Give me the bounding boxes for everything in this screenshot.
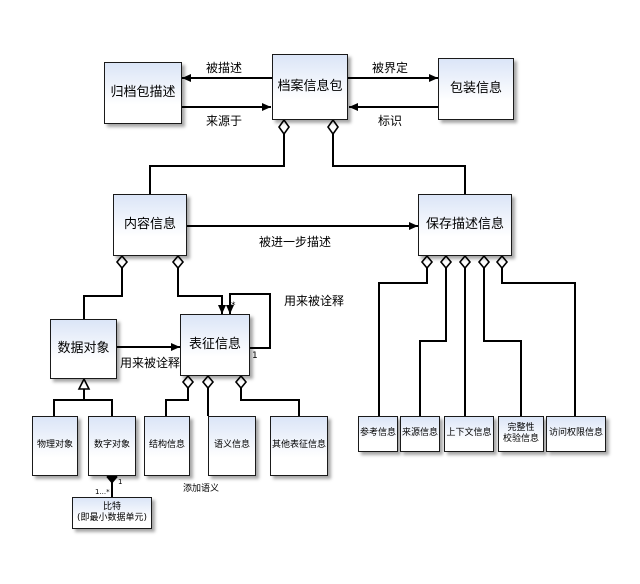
node-fixity-info: 完整性 校验信息 [498,416,544,452]
node-representation-info: 表征信息 [180,314,250,376]
label-further-described: 被进一步描述 [259,235,332,249]
node-label: 来源信息 [401,428,438,439]
multiplicity-one: 1 [252,351,258,361]
diamond-pres-4 [477,254,491,270]
node-access-rights-info: 访问权限信息 [546,416,606,452]
node-label: 保存描述信息 [425,216,504,232]
node-label: 上下文信息 [446,428,492,439]
node-label: 语义信息 [213,440,250,451]
node-reference-info: 参考信息 [358,416,398,452]
diamond-content-right [171,254,185,270]
edge-content-dataobject [83,265,123,319]
node-label: 档案信息包 [277,78,343,94]
node-label: 其他表征信息 [271,440,326,451]
node-packaging-info: 包装信息 [438,58,514,120]
edge-pres-fixity [483,265,522,416]
label-identifies: 标识 [378,114,403,128]
node-context-info: 上下文信息 [444,416,494,452]
edge-repr-selfloop [226,293,271,349]
diamond-pres-3 [458,254,472,270]
node-label: 访问权限信息 [548,428,603,439]
node-label: 物理对象 [36,440,73,451]
node-data-object: 数据对象 [50,319,117,379]
node-label: 结构信息 [148,440,185,451]
label-interpreted-using-mid: 用来被诠释 [120,356,181,370]
node-label: 归档包描述 [110,84,176,100]
generalization-triangle [77,377,91,390]
edge-repr-structure [165,388,189,416]
node-physical-object: 物理对象 [32,416,78,476]
edge-content-representation [177,265,226,314]
node-label: 表征信息 [188,336,241,352]
multiplicity-star: * [231,301,236,311]
diamond-content-left [115,254,129,270]
diamond-pkg-right [327,118,339,136]
node-label-line1: 比特 [102,501,121,512]
node-provenance-info: 来源信息 [400,416,440,452]
label-interpreted-using-top: 用来被诠释 [284,294,345,308]
edge-gen-branches [53,399,113,416]
node-semantic-info: 语义信息 [208,416,256,476]
label-derived-from: 来源于 [206,114,243,128]
node-content-info: 内容信息 [113,194,187,256]
diamond-pres-5 [495,254,509,270]
node-bit: 比特 (即最小数据单元) [72,497,152,529]
edge-repr-other [240,388,300,416]
diamond-repr-1 [181,374,195,390]
node-label: 数字对象 [93,440,130,451]
edge-pres-access [501,265,576,416]
node-label: 数据对象 [57,340,110,356]
diamond-pres-1 [420,254,434,270]
diamond-repr-3 [234,374,248,390]
node-preservation-description: 保存描述信息 [418,194,512,256]
node-label: 包装信息 [449,80,502,96]
label-described-by: 被描述 [206,61,243,75]
node-structure-info: 结构信息 [144,416,190,476]
node-label-line2: 校验信息 [502,434,539,444]
node-archive-description: 归档包描述 [104,62,182,124]
edge-package-preservation [332,134,466,194]
diamond-repr-2 [201,374,215,390]
diamond-pkg-left [278,118,290,136]
node-digital-object: 数字对象 [88,416,136,476]
label-delimited-by: 被界定 [372,61,409,75]
node-label: 内容信息 [123,216,176,232]
multiplicity-one-bit: 1 [118,478,123,486]
label-adds-meaning: 添加语义 [183,484,220,494]
node-other-representation-info: 其他表征信息 [270,416,328,476]
node-label-line2: (即最小数据单元) [76,513,148,523]
node-label-line1: 完整性 [507,422,535,433]
edge-pres-reference [378,265,428,416]
node-label: 参考信息 [359,428,396,439]
edge-pres-provenance [419,265,447,416]
diamond-pres-2 [439,254,453,270]
multiplicity-one-to-many: 1...* [95,488,110,496]
edge-package-content [149,134,285,194]
node-archive-info-package: 档案信息包 [272,54,348,120]
